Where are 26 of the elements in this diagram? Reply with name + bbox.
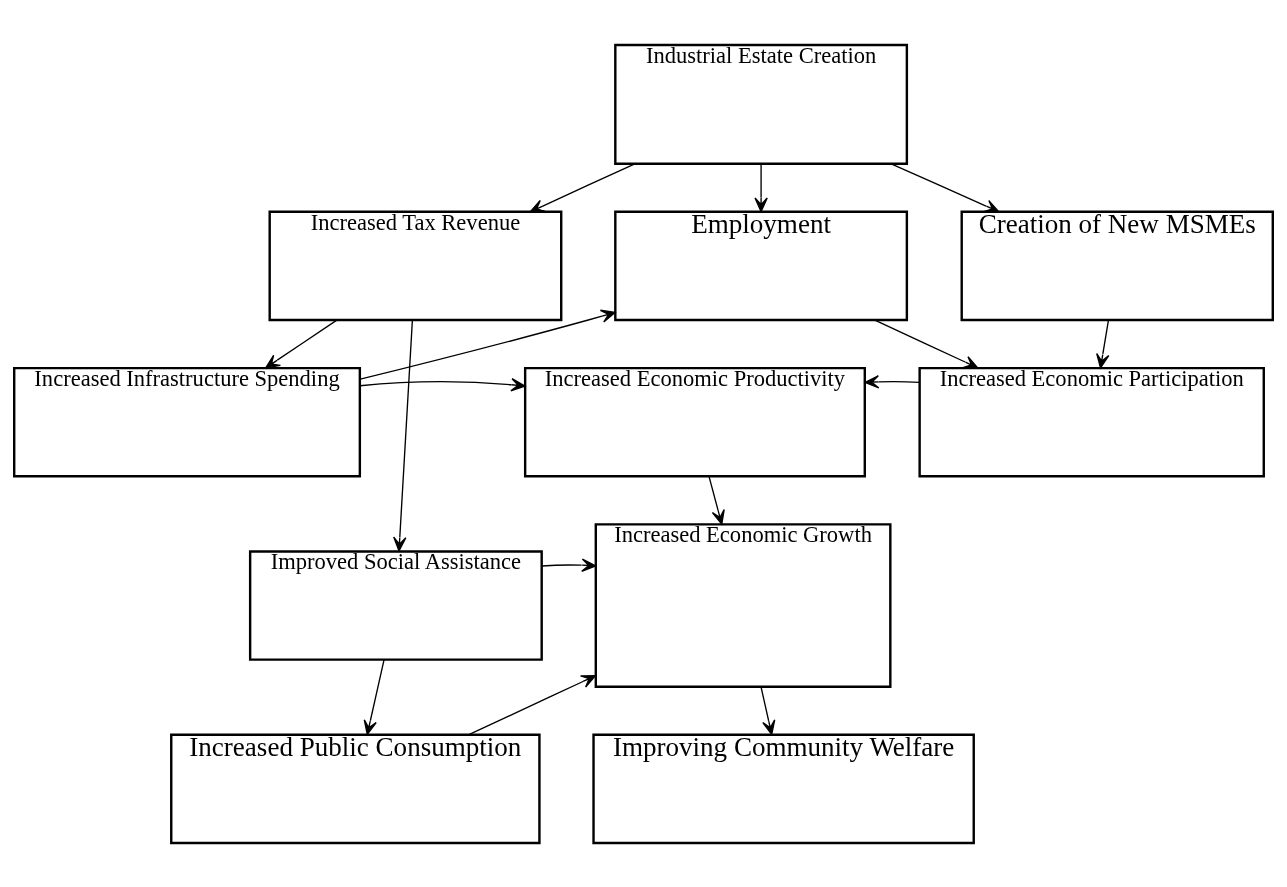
node-box: Increased Infrastructure Spending <box>13 366 362 477</box>
arrow <box>265 319 338 369</box>
arrow <box>708 475 725 525</box>
node-box: Employment <box>614 210 909 321</box>
arrow <box>864 374 921 389</box>
arrow <box>541 557 597 572</box>
node-box: Increased Tax Revenue <box>268 210 563 321</box>
arrow <box>529 162 636 212</box>
node-box: Industrial Estate Creation <box>614 43 909 165</box>
arrow <box>754 162 768 212</box>
arrow <box>1096 319 1110 369</box>
arrow <box>890 162 1000 212</box>
node-box: Increased Economic Productivity <box>523 366 866 477</box>
node-box: Creation of New MSMEs <box>960 210 1274 321</box>
arrow <box>359 377 526 391</box>
arrow <box>393 319 414 552</box>
node-box: Increased Economic Growth <box>594 522 892 688</box>
arrow <box>760 686 776 735</box>
node-box: Improving Community Welfare <box>592 733 975 844</box>
node-box: Increased Public Consumption <box>170 733 541 844</box>
arrow <box>874 319 979 369</box>
node-box: Increased Economic Participation <box>918 366 1265 477</box>
arrow <box>359 309 616 380</box>
node-box: Improved Social Assistance <box>248 549 543 661</box>
arrow <box>363 658 385 735</box>
arrow <box>468 674 597 735</box>
